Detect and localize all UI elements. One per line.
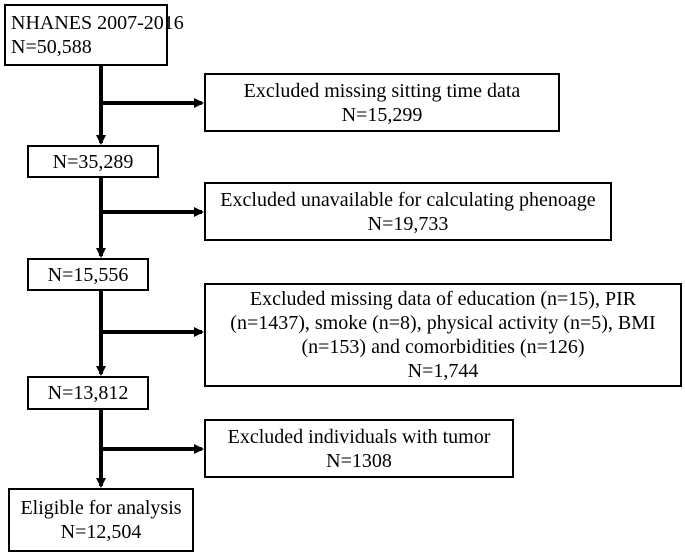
flow-box-nhanes: NHANES 2007-2016 N=50,588 <box>4 4 184 66</box>
flow-box-after-phenoage: N=15,556 <box>27 258 149 291</box>
exclusion-box-phenoage: Excluded unavailable for calculating phe… <box>204 182 612 241</box>
box-line: Eligible for analysis <box>20 497 182 519</box>
box-line: N=50,588 <box>11 36 92 58</box>
flow-box-after-sitting: N=35,289 <box>27 145 159 178</box>
box-line: N=35,289 <box>52 150 134 173</box>
box-line: Excluded missing data of education (n=15… <box>249 288 637 310</box>
box-line: (n=153) and comorbidities (n=126) <box>301 336 585 358</box>
exclusion-box-sitting-time: Excluded missing sitting time data N=15,… <box>204 73 560 132</box>
box-line: N=15,556 <box>47 263 129 286</box>
box-line: Excluded unavailable for calculating phe… <box>220 188 596 211</box>
box-line: N=1,744 <box>407 360 479 382</box>
exclusion-box-covariates: Excluded missing data of education (n=15… <box>204 283 682 387</box>
box-line: Excluded individuals with tumor <box>227 425 491 448</box>
exclusion-box-tumor: Excluded individuals with tumor N=1308 <box>204 419 514 478</box>
box-line: N=15,299 <box>341 103 423 126</box>
flow-box-eligible: Eligible for analysis N=12,504 <box>8 488 194 552</box>
flow-box-after-covariates: N=13,812 <box>27 376 149 410</box>
box-line: NHANES 2007-2016 <box>11 12 184 34</box>
box-line: (n=1437), smoke (n=8), physical activity… <box>230 312 656 334</box>
box-line: Excluded missing sitting time data <box>243 79 521 102</box>
box-line: N=1308 <box>326 449 392 472</box>
box-line: N=19,733 <box>367 212 449 235</box>
box-line: N=12,504 <box>60 521 142 543</box>
box-line: N=13,812 <box>47 382 129 404</box>
